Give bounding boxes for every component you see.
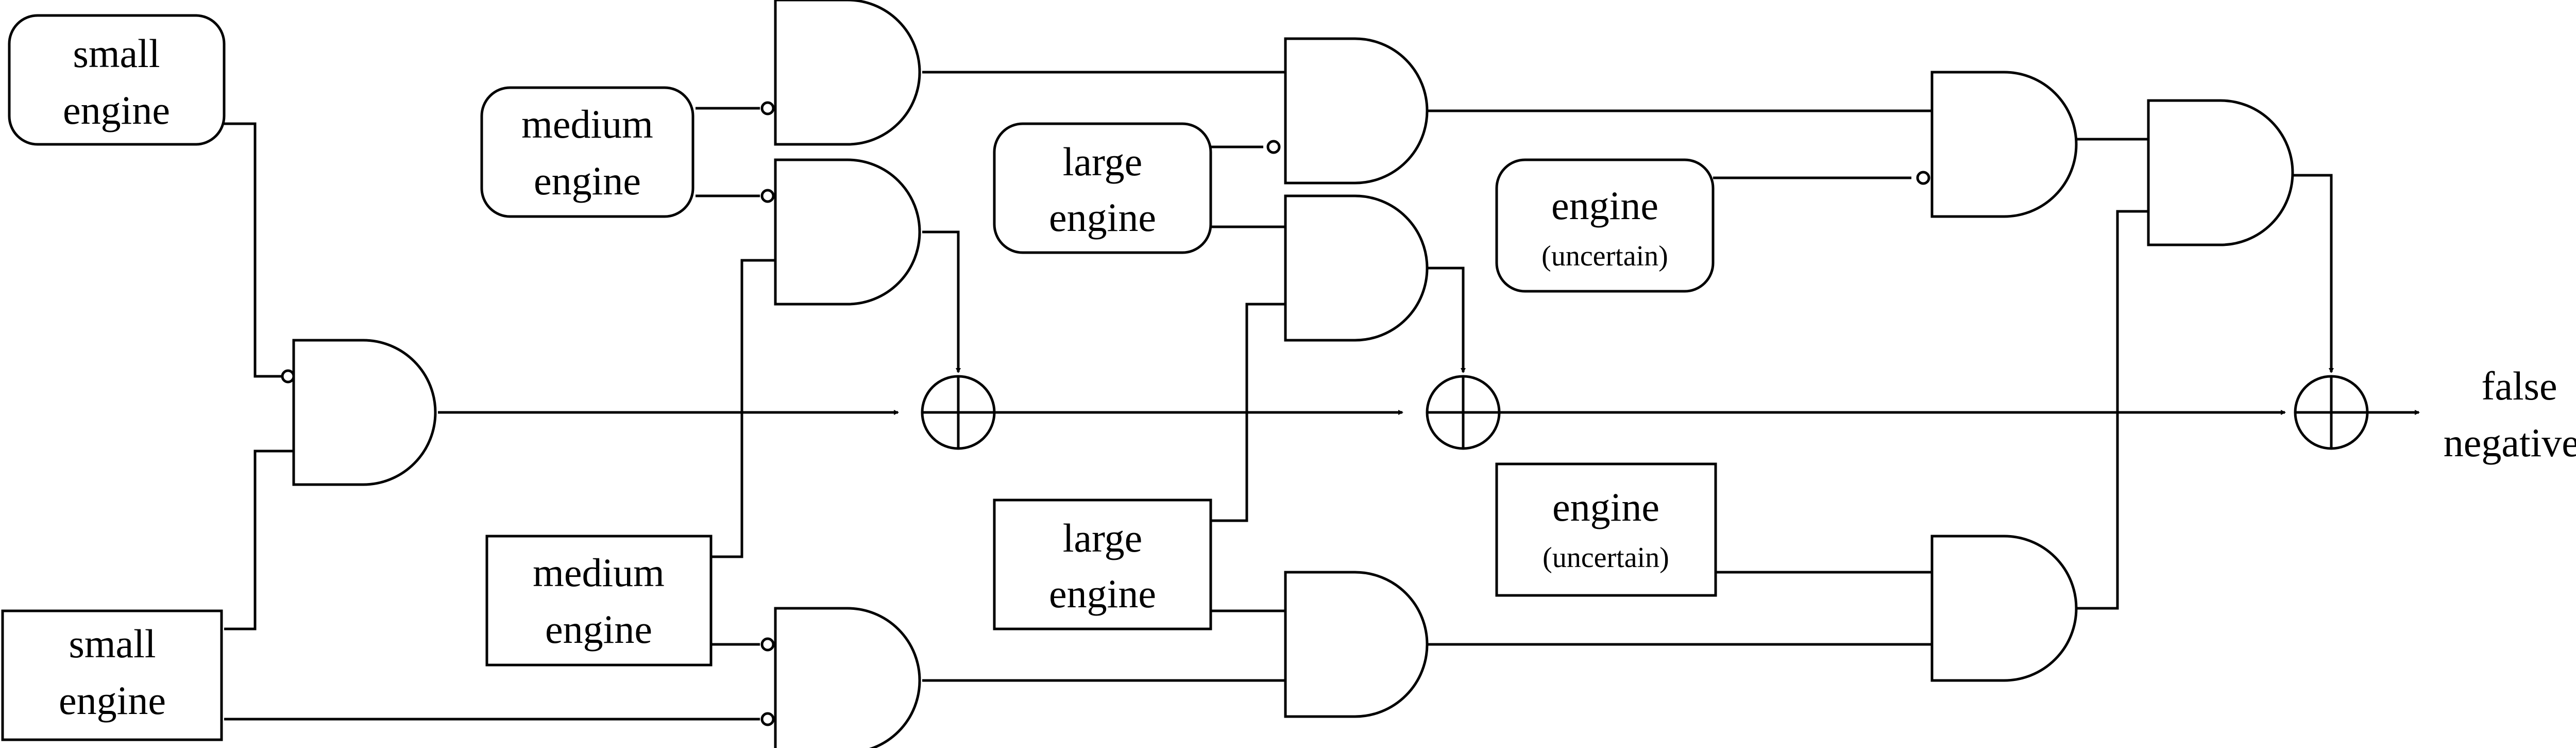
xor-node-1 [921, 375, 996, 450]
wire-medium-bot-g3 [711, 259, 775, 558]
box-label-line1: engine [1552, 485, 1659, 529]
input-boxes: small engine small engine medium engine … [1, 14, 1717, 741]
box-small-engine-top: small engine [8, 14, 226, 146]
wire-g10-g9 [2076, 210, 2148, 610]
xor-nodes [921, 375, 2369, 450]
wires [224, 71, 2420, 721]
box-large-engine-bottom: large engine [993, 498, 1212, 630]
box-engine-uncertain-top: engine (uncertain) [1495, 158, 1715, 293]
box-medium-engine-bottom: medium engine [485, 535, 713, 667]
and-gate-1 [292, 339, 437, 486]
box-label-line2: (uncertain) [1543, 542, 1669, 574]
and-gate-4 [774, 607, 921, 748]
box-label-line2: (uncertain) [1541, 240, 1668, 272]
gates [281, 0, 2294, 748]
and-gate-5 [1284, 37, 1429, 185]
output-label-line2: negatives [2444, 420, 2576, 465]
wire-small-top [224, 122, 282, 378]
and-gate-7 [1284, 571, 1429, 718]
and-gate-10 [1930, 535, 2078, 682]
box-small-engine-bottom: small engine [1, 609, 223, 741]
box-label-line1: medium [533, 550, 665, 595]
box-label-line1: small [73, 31, 160, 76]
box-label-line2: engine [534, 158, 641, 203]
inverter-bubble [760, 712, 775, 726]
wire-g3-xor1 [922, 230, 961, 373]
box-label-line2: engine [1049, 571, 1156, 616]
box-label-line2: engine [63, 88, 170, 132]
wire-small-bot-g1 [224, 450, 294, 630]
output-label-line1: false [2481, 363, 2557, 408]
box-large-engine-top: large engine [993, 122, 1212, 254]
and-gate-9 [2147, 99, 2294, 246]
and-gate-3 [774, 158, 921, 306]
box-label-line2: engine [545, 607, 652, 652]
inverter-bubble [760, 189, 775, 203]
box-engine-uncertain-bottom: engine (uncertain) [1495, 462, 1717, 597]
inverter-bubble [1266, 140, 1281, 154]
xor-node-2 [1426, 375, 1501, 450]
box-label-line2: engine [59, 678, 166, 723]
output-label: false negatives [2444, 363, 2576, 465]
and-gate-2 [774, 0, 921, 146]
wire-large-bot-g6 [1211, 303, 1285, 522]
box-label-line2: engine [1049, 195, 1156, 240]
box-label-line1: large [1063, 139, 1142, 184]
box-label-line1: engine [1551, 183, 1658, 228]
xor-node-3 [2294, 375, 2369, 450]
box-label-line1: medium [521, 102, 653, 146]
inverter-bubble [760, 101, 775, 115]
inverter-bubble [760, 637, 775, 652]
inverter-bubble [1916, 171, 1930, 185]
box-label-line1: small [69, 621, 156, 666]
wire-g9-xor3 [2293, 174, 2334, 373]
and-gate-8 [1930, 71, 2078, 218]
box-medium-engine-top: medium engine [480, 86, 694, 218]
and-gate-6 [1284, 194, 1429, 342]
inverter-bubble [281, 369, 295, 384]
box-label-line1: large [1063, 516, 1142, 560]
wire-g6-xor2 [1427, 267, 1466, 373]
